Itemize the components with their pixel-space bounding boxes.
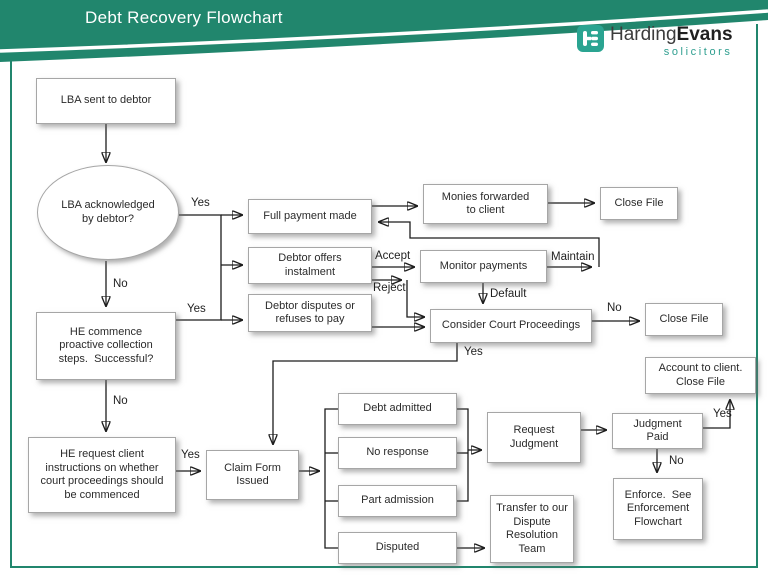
page-border-right bbox=[756, 24, 758, 568]
node-debtor-disputes: Debtor disputes or refuses to pay bbox=[248, 294, 372, 332]
header-band-shape bbox=[0, 0, 768, 62]
label-yes-paid: Yes bbox=[713, 408, 732, 420]
node-full-payment: Full payment made bbox=[248, 199, 372, 234]
label-yes-request: Yes bbox=[181, 449, 200, 461]
logo-text: HardingEvans solicitors bbox=[610, 25, 733, 59]
label-default: Default bbox=[490, 288, 527, 300]
header-white-arc bbox=[0, 9, 768, 53]
node-lba-acknowledged: LBA acknowledged by debtor? bbox=[37, 165, 179, 260]
page-border-bottom bbox=[10, 566, 758, 568]
edge-maintain-loop bbox=[379, 222, 600, 267]
label-yes-commence: Yes bbox=[187, 303, 206, 315]
node-account-close: Account to client. Close File bbox=[645, 357, 756, 394]
page-border-left bbox=[10, 58, 12, 567]
node-close-file-1: Close File bbox=[600, 187, 678, 220]
page-title: Debt Recovery Flowchart bbox=[85, 8, 283, 27]
label-no-acknowledged: No bbox=[113, 278, 128, 290]
node-request-judgment: Request Judgment bbox=[487, 412, 581, 463]
label-yes-court: Yes bbox=[464, 346, 483, 358]
node-lba-sent: LBA sent to debtor bbox=[36, 78, 176, 124]
label-no-paid: No bbox=[669, 455, 684, 467]
label-maintain: Maintain bbox=[551, 251, 595, 263]
node-claim-form: Claim Form Issued bbox=[206, 450, 299, 500]
label-accept: Accept bbox=[375, 250, 411, 262]
node-close-file-2: Close File bbox=[645, 303, 723, 336]
label-reject: Reject bbox=[373, 282, 406, 294]
node-monies-forwarded: Monies forwarded to client bbox=[423, 184, 548, 224]
edge-left-trunk bbox=[176, 214, 222, 321]
node-judgment-paid: Judgment Paid bbox=[612, 413, 703, 449]
logo-name: HardingEvans bbox=[610, 25, 733, 45]
edge-merge-rail bbox=[457, 408, 469, 502]
he-monogram-icon bbox=[577, 25, 604, 52]
edge-reject-to-court bbox=[406, 280, 424, 317]
label-no-commence: No bbox=[113, 395, 128, 407]
logo-name-regular: Harding bbox=[610, 24, 677, 45]
node-disputed: Disputed bbox=[338, 532, 457, 564]
edge-paid-yes-to-account bbox=[703, 400, 730, 429]
logo-name-bold: Evans bbox=[676, 24, 733, 45]
node-debt-admitted: Debt admitted bbox=[338, 393, 457, 425]
logo-tagline: solicitors bbox=[663, 46, 733, 58]
label-yes-acknowledged: Yes bbox=[191, 197, 210, 209]
node-part-admission: Part admission bbox=[338, 485, 457, 517]
logo: HardingEvans solicitors bbox=[577, 25, 733, 58]
node-consider-court: Consider Court Proceedings bbox=[430, 309, 592, 343]
node-monitor-payments: Monitor payments bbox=[420, 250, 547, 283]
node-transfer-team: Transfer to our Dispute Resolution Team bbox=[490, 495, 574, 563]
edge-right-trunk bbox=[324, 408, 338, 549]
node-he-commence: HE commence proactive collection steps. … bbox=[36, 312, 176, 380]
label-no-court: No bbox=[607, 302, 622, 314]
edge-court-yes-to-claim bbox=[273, 343, 458, 444]
node-no-response: No response bbox=[338, 437, 457, 469]
header-band bbox=[0, 0, 768, 62]
node-debtor-offers: Debtor offers instalment bbox=[248, 247, 372, 284]
node-enforce: Enforce. See Enforcement Flowchart bbox=[613, 478, 703, 540]
node-he-request: HE request client instructions on whethe… bbox=[28, 437, 176, 513]
